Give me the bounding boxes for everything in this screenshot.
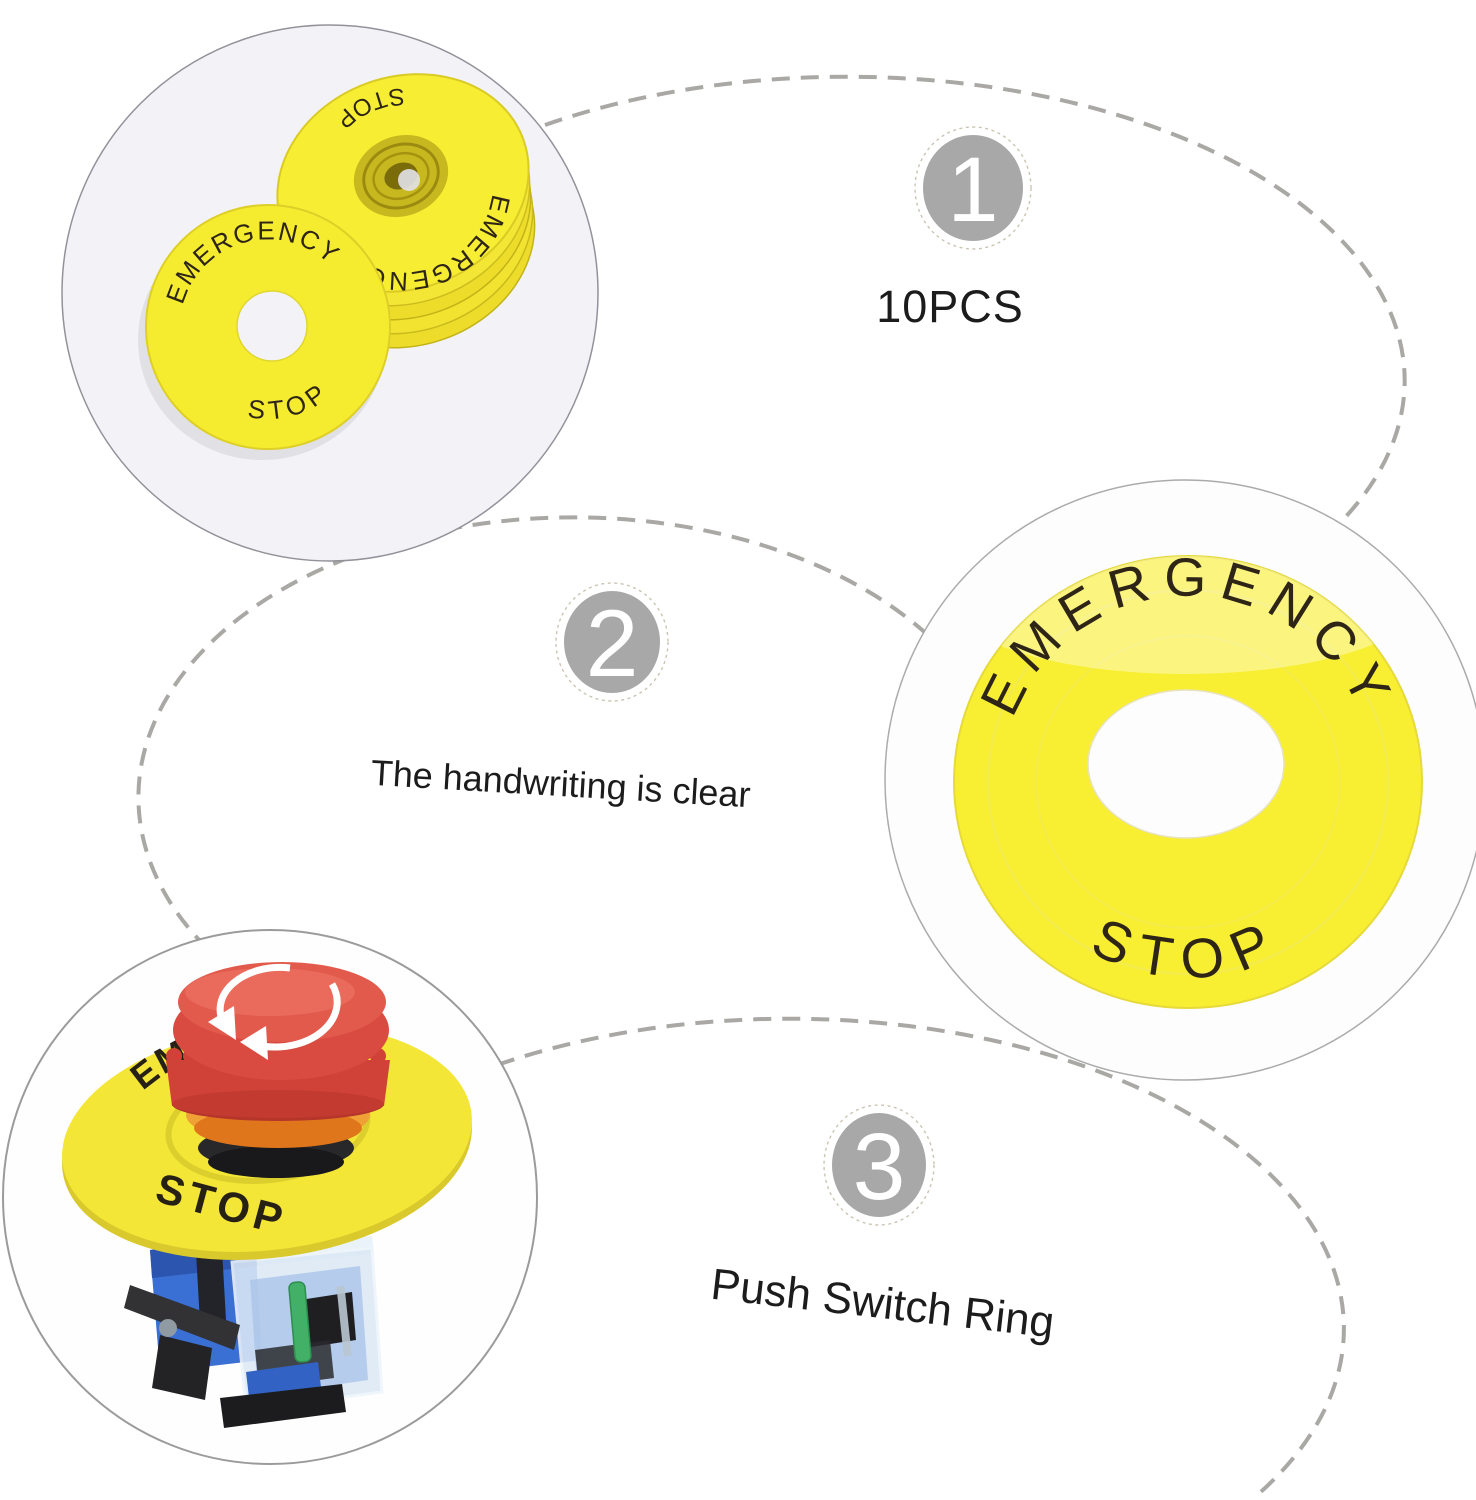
photo2-border [884,479,1476,1081]
photo-ring-closeup: EMERGENCY STOP [885,480,1476,1080]
step-2-number: 2 [586,591,639,697]
closeup-ring-hole [1087,689,1285,839]
dashed-connector-arc-3 [469,1016,1346,1499]
green-contact-screw [288,1281,312,1363]
step-2-badge: 2 [555,582,669,702]
wire-clamp [152,1335,212,1400]
step-2-label: The handwriting is clear [370,752,752,815]
step-1-label: 10PCS [876,281,1024,332]
rotate-arrows-icon [208,963,341,1060]
step-1-number: 1 [947,139,998,241]
button-cap [166,962,390,1178]
front-ring-hole [236,290,308,362]
step-3-label: Push Switch Ring [709,1260,1057,1348]
photo-push-button: EMERGENCY STOP [3,930,537,1464]
photo-rings-stack: EMERGENCY STOP EMERGENCY STOP [62,25,598,561]
dashed-connector-arc-1 [544,74,1407,560]
step-1-badge: 1 [914,126,1032,250]
photo3-border [2,929,538,1465]
step-3-number: 3 [853,1114,906,1220]
switch-body [124,1236,384,1428]
dashed-connector-arc-2 [136,515,950,967]
front-ring: EMERGENCY STOP [138,204,391,460]
photo1-border [61,24,599,562]
step-3-badge: 3 [823,1104,935,1226]
